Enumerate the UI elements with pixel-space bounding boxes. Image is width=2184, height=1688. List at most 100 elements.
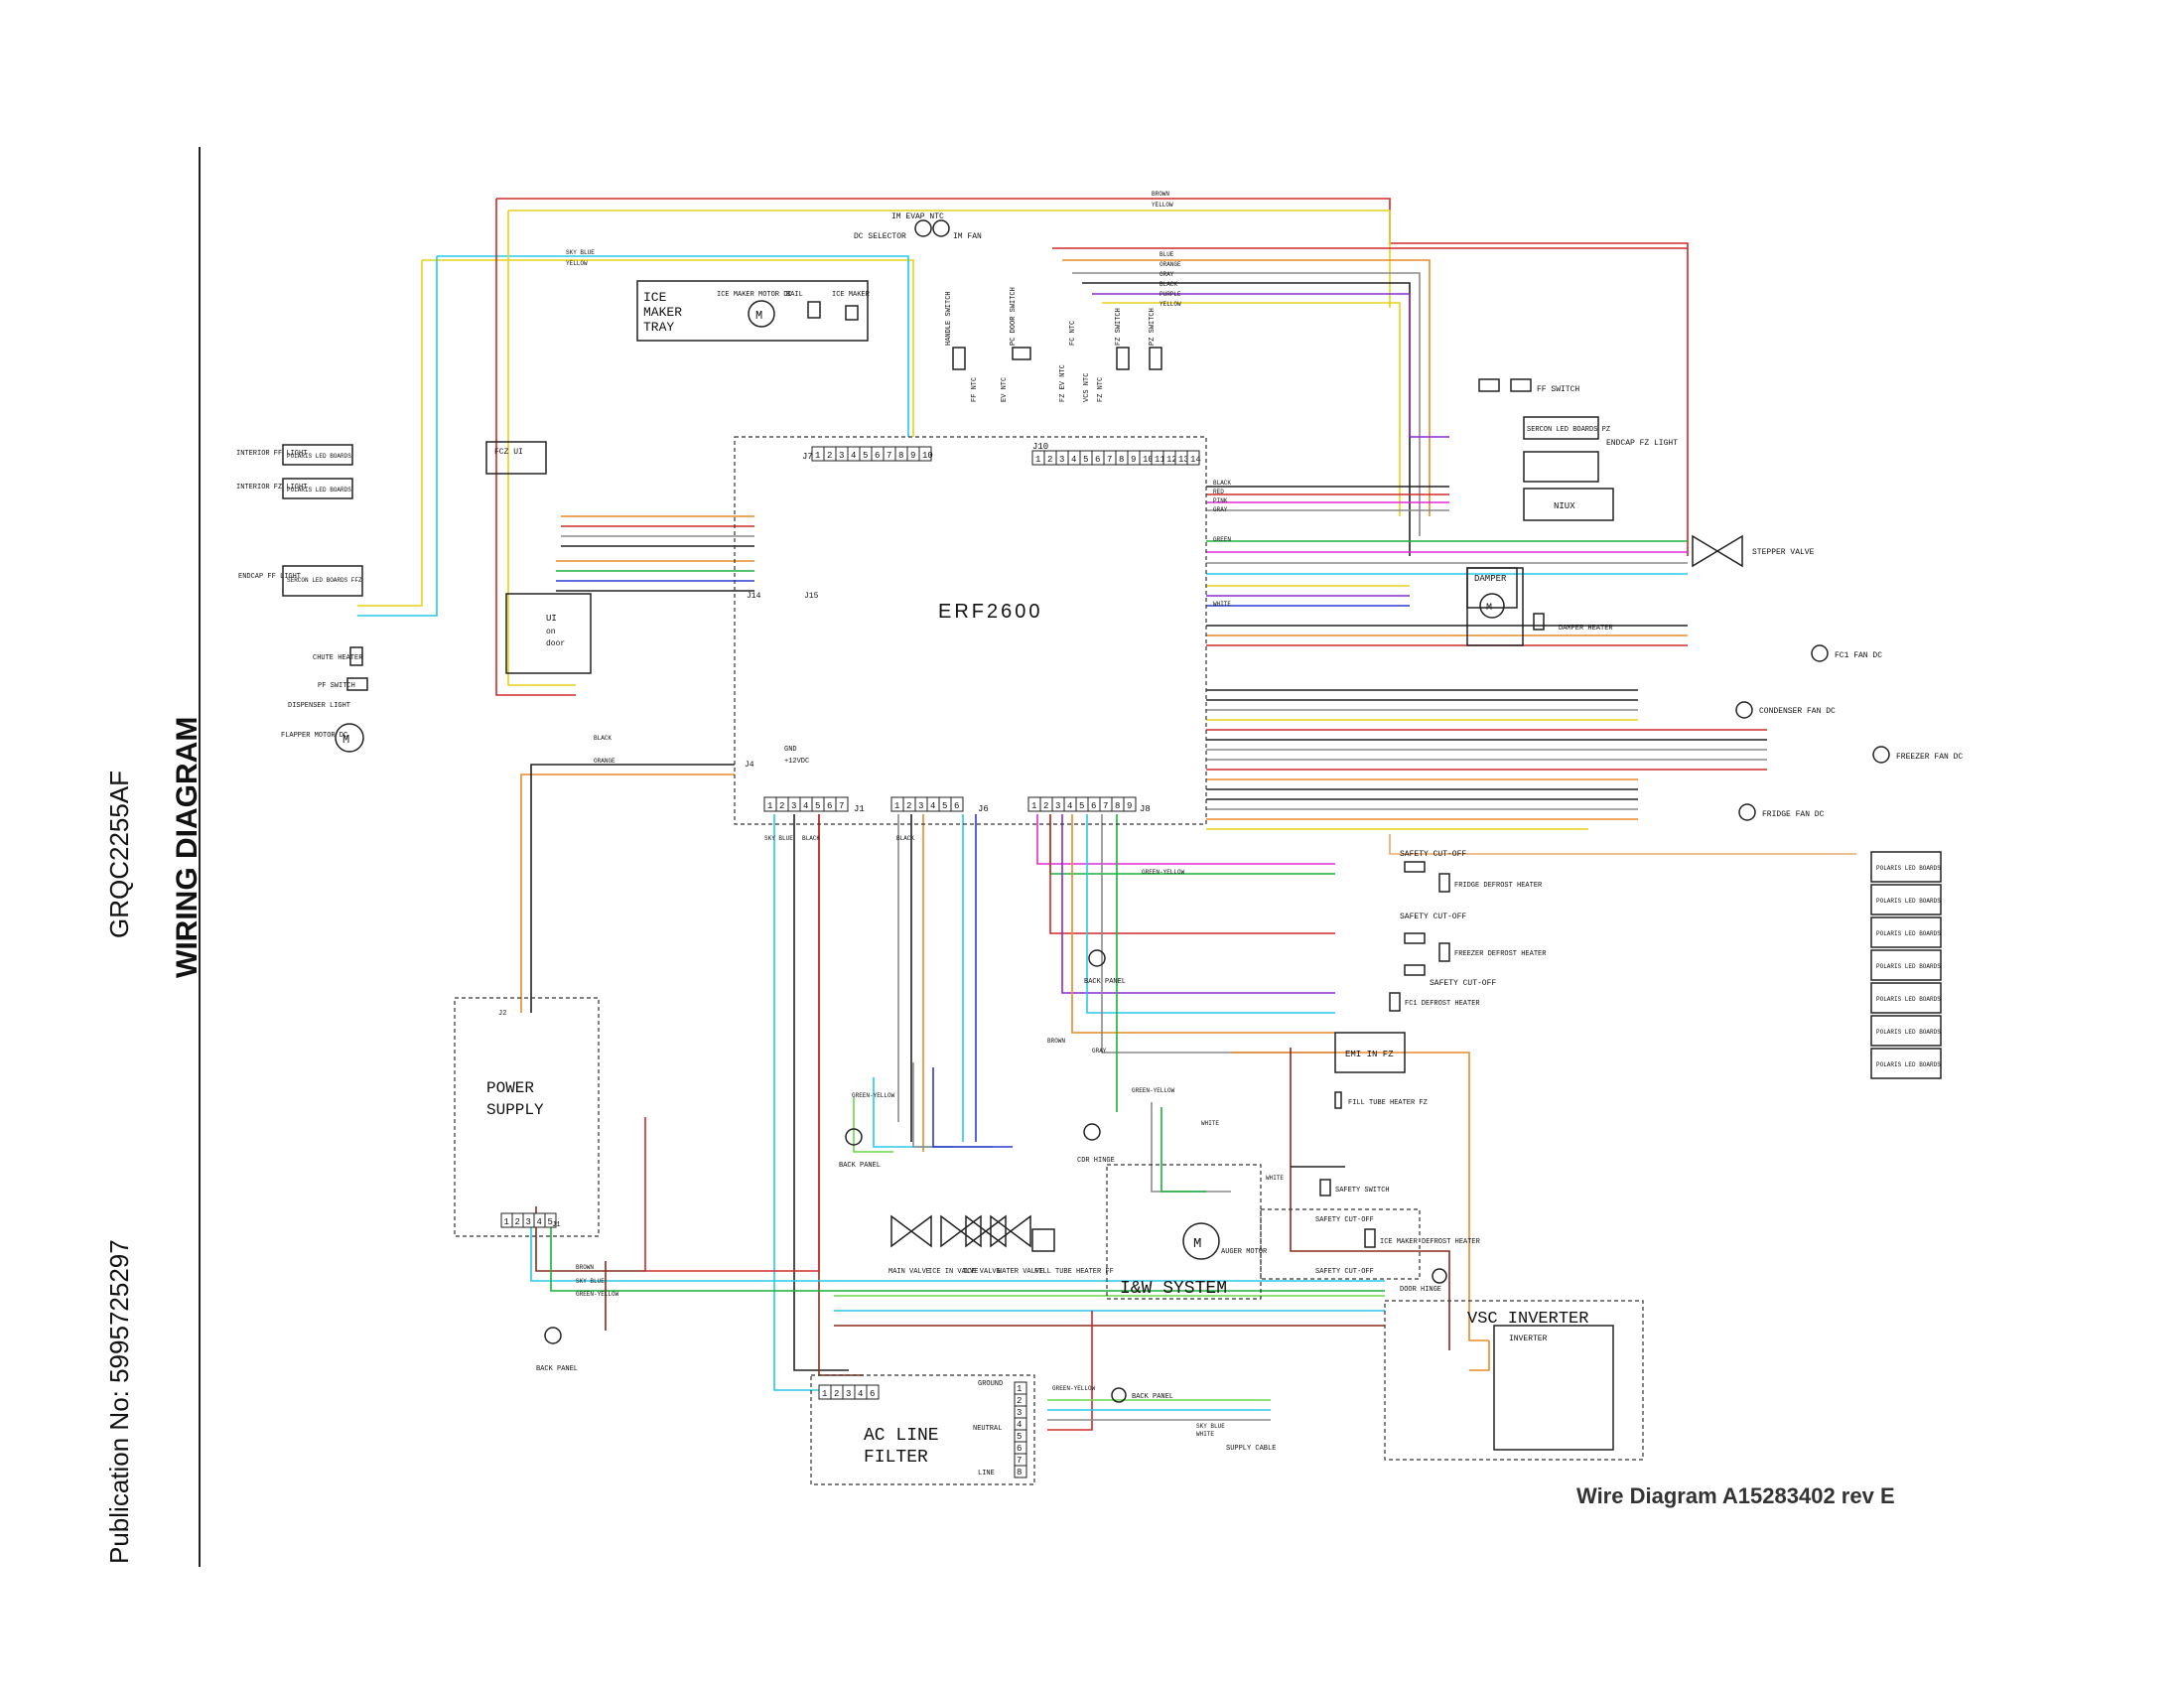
polaris-led-board-label: POLARIS LED BOARDS [1876,930,1941,937]
j6pins-pin-label: 4 [930,801,935,811]
dc-selector-label: DC SELECTOR [854,232,906,241]
wire-color-labels: BROWN YELLOW SKY BLUE YELLOW BLUE ORANGE… [566,191,1284,1438]
j1pins-pin-label: 2 [779,801,784,811]
wl-brown-3: BROWN [576,1264,594,1271]
j7pins-pin-label: 3 [839,451,844,461]
cdr-hinge-label: CDR HINGE [1077,1157,1115,1165]
dispenser-light-label: DISPENSER LIGHT [288,702,350,710]
stepper-valve-icon [1692,534,1743,568]
j7-label: J7 [802,452,813,462]
ice-maker-sensor-icon [845,305,859,321]
j6pins-pin-label: 1 [894,801,899,811]
j10pins-pin-label: 3 [1059,455,1064,465]
interior-ff-light-label: INTERIOR FF LIGHT [236,450,307,458]
j7pins-pin-label: 8 [898,451,903,461]
back-panel-ground-icon-4 [1111,1387,1127,1403]
ff-switch-label: FF SWITCH [1537,385,1579,394]
pc-door-switch-icon [1012,347,1031,360]
polaris-led-board-label: POLARIS LED BOARDS [1876,1061,1941,1068]
ff-switch-icon-b [1510,378,1532,392]
wl-white: WHITE [1213,601,1231,608]
j6pins-pin-label: 5 [942,801,947,811]
wl-green-yellow-2: GREEN-YELLOW [852,1092,895,1099]
ice-maker-tray: ICE MAKER TRAY M ICE MAKER MOTOR DC BAIL… [636,280,871,342]
wl-yellow-3: YELLOW [1160,301,1181,308]
ice-maker-tray-line1: ICE [643,290,667,305]
iw-system: I&W SYSTEM M AUGER MOTOR SAFETY SWITCH S… [1106,1164,1481,1300]
flapper-motor-label: FLAPPER MOTOR DC [281,732,347,740]
back-panel-ground-icon-3 [1088,949,1106,967]
filterj1-pin-label: 3 [1017,1408,1022,1418]
wl-pink: PINK [1213,497,1228,504]
fcz-ui-label: FCZ UI [494,448,523,457]
wl-gray-3: GRAY [1092,1048,1107,1055]
wl-purple: PURPLE [1160,291,1181,298]
back-panel-label-4: BACK PANEL [1132,1393,1173,1401]
door-hinge-icon [1432,1268,1447,1284]
pz-switch-icon [1149,347,1162,370]
ui-label-line2: on [546,628,556,636]
polaris-led-board [1870,1015,1942,1047]
fz-ev-ntc-label: FZ EV NTC [1059,364,1067,402]
wl-sky-blue-3: SKY BLUE [1196,1423,1225,1430]
j8pins-pin-label: 7 [1103,801,1108,811]
back-panel-label-2: BACK PANEL [839,1162,881,1170]
j10pins-pin-label: 7 [1107,455,1112,465]
stepper-valve-label: STEPPER VALVE [1752,548,1815,557]
polaris-led-board [1870,916,1942,948]
fans: FC1 FAN DC CONDENSER FAN DC FREEZER FAN … [1735,644,1963,821]
ice-maker-label: ICE MAKER [832,291,871,299]
j10pins-pin-label: 11 [1155,455,1165,465]
damper-motor-icon [1479,593,1505,619]
filterj1-pin-label: 1 [1017,1384,1022,1394]
wl-black-2: BLACK [1213,480,1231,487]
pspins-pin-label: 2 [515,1217,520,1227]
pspins-pin [544,1212,557,1228]
j10pins-pin-label: 4 [1071,455,1076,465]
pc-door-switch-label: PC DOOR SWITCH [1010,287,1018,346]
handle-switch-icon [952,347,966,370]
im-evap-ntc-label: IM EVAP NTC [891,212,944,221]
filterj3-pin-label: 4 [858,1389,863,1399]
chute-heater-icon [349,646,363,666]
j8pins-pin-label: 3 [1055,801,1060,811]
wl-green-yellow-3: GREEN-YELLOW [1132,1087,1175,1094]
j10pins-pin-label: 14 [1190,455,1201,465]
j8pins-pin-label: 2 [1043,801,1048,811]
wl-blue: BLUE [1160,251,1174,258]
filterj3-pin-label: 3 [846,1389,851,1399]
ice-valve-icon [965,1214,1007,1248]
wl-brown-2: BROWN [1047,1038,1065,1045]
water-valve-icon [990,1214,1031,1248]
ice-maker-defrost-heater-label: ICE MAKER DEFROST HEATER [1380,1238,1481,1246]
fz-switch-icon [1116,347,1130,370]
wl-brown: BROWN [1152,191,1169,198]
ui-label-line1: UI [546,614,557,624]
water-valves: MAIN VALVE ICE IN VALVE ICE VALVE WATER … [839,949,1126,1276]
freezer-defrost-heater-label: FREEZER DEFROST HEATER [1454,950,1547,958]
polaris-led-board [1870,982,1942,1014]
j8pins-pin-label: 6 [1091,801,1096,811]
fz-ntc-label: FZ NTC [1097,377,1105,402]
inverter-label: INVERTER [1509,1335,1548,1343]
j10pins-pin [1186,450,1200,466]
chute-heater-label: CHUTE HEATER [313,654,363,662]
wl-green: GREEN [1213,536,1231,543]
svg-text:M: M [1486,603,1492,614]
polaris-led-left-2: POLARIS LED BOARDS [287,487,351,493]
back-panel-label-3: BACK PANEL [1084,978,1126,986]
j8pins-pin-label: 1 [1031,801,1036,811]
ac-line-filter-line2: FILTER [864,1448,928,1468]
wl-gray-2: GRAY [1213,506,1228,513]
pspins-pin-label: 1 [504,1217,509,1227]
im-evap-ntc-icon [932,219,950,237]
polaris-led-board-label: POLARIS LED BOARDS [1876,1029,1941,1036]
wl-red: RED [1213,489,1224,495]
j6pins-pin-label: 2 [906,801,911,811]
polaris-led-board [1870,1048,1942,1079]
